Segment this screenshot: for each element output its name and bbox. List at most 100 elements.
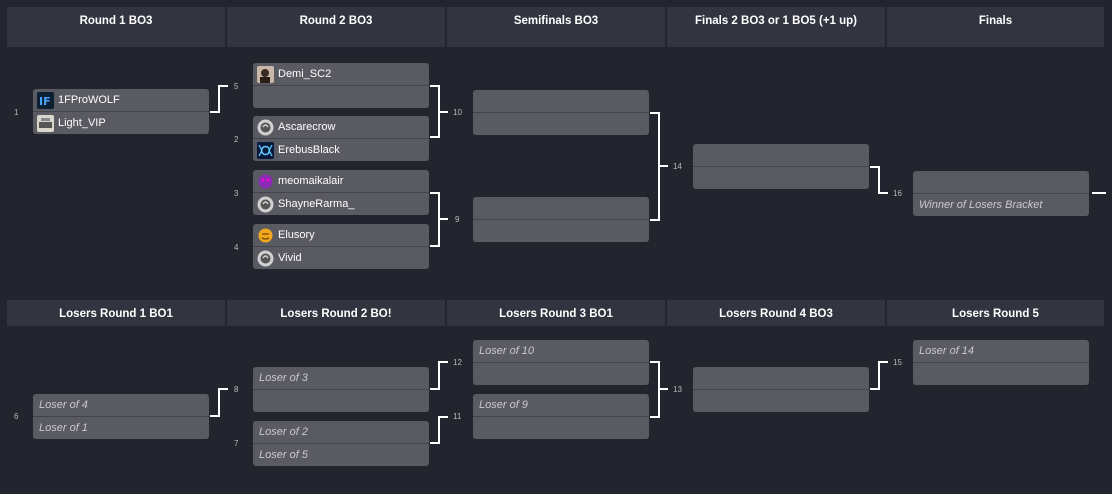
match-7[interactable]: Loser of 2 Loser of 5 — [253, 421, 429, 466]
player-slot[interactable]: ErebusBlack — [253, 139, 429, 161]
header-round-1: Round 1 BO3 — [7, 7, 226, 47]
player-slot[interactable] — [693, 390, 869, 412]
connector-10-14 — [650, 112, 660, 221]
header-losers-round-1: Losers Round 1 BO1 — [7, 300, 226, 326]
match-16[interactable]: Winner of Losers Bracket — [913, 171, 1089, 216]
user-avatar-icon — [257, 172, 274, 190]
match-15[interactable]: Loser of 14 — [913, 340, 1089, 385]
match-6[interactable]: Loser of 4 Loser of 1 — [33, 394, 209, 439]
player-slot[interactable] — [913, 171, 1089, 194]
placeholder-label: Loser of 9 — [479, 399, 528, 411]
match-number: 9 — [455, 215, 460, 224]
player-slot[interactable] — [473, 197, 649, 220]
player-slot[interactable]: Loser of 5 — [253, 444, 429, 466]
match-9[interactable] — [473, 197, 649, 242]
placeholder-label: Loser of 2 — [259, 426, 308, 438]
header-finals-2: Finals 2 BO3 or 1 BO5 (+1 up) — [667, 7, 886, 47]
match-number: 11 — [453, 412, 462, 421]
connector-1-5 — [210, 85, 228, 113]
player-slot[interactable]: Demi_SC2 — [253, 63, 429, 86]
match-number: 7 — [234, 439, 239, 448]
player-name: 1FProWOLF — [58, 94, 120, 106]
match-10[interactable] — [473, 90, 649, 135]
header-finals: Finals — [887, 7, 1105, 47]
player-slot[interactable]: Loser of 10 — [473, 340, 649, 363]
match-14[interactable] — [693, 144, 869, 189]
match-3[interactable]: meomaikalair ShayneRarma_ — [253, 170, 429, 215]
match-number: 3 — [234, 189, 239, 198]
player-name: Light_VIP — [58, 117, 106, 129]
player-slot[interactable] — [693, 367, 869, 390]
header-round-2: Round 2 BO3 — [227, 7, 446, 47]
placeholder-label: Winner of Losers Bracket — [919, 199, 1043, 211]
connector-3-9 — [430, 192, 440, 247]
player-slot[interactable] — [473, 363, 649, 385]
match-1[interactable]: IF 1FProWOLF Light_VIP — [33, 89, 209, 134]
connector-12-13 — [650, 361, 660, 418]
player-slot[interactable] — [253, 86, 429, 108]
placeholder-label: Loser of 5 — [259, 449, 308, 461]
player-slot[interactable] — [473, 417, 649, 439]
player-slot[interactable]: Loser of 3 — [253, 367, 429, 390]
losers-round-headers: Losers Round 1 BO1 Losers Round 2 BO! Lo… — [7, 300, 1105, 326]
match-number: 1 — [14, 108, 19, 117]
header-losers-round-5: Losers Round 5 — [887, 300, 1105, 326]
default-avatar-icon — [257, 196, 274, 213]
player-slot[interactable]: Ascarecrow — [253, 116, 429, 139]
match-12[interactable]: Loser of 10 — [473, 340, 649, 385]
default-avatar-icon — [257, 119, 274, 136]
player-slot[interactable] — [693, 167, 869, 189]
player-slot[interactable]: ShayneRarma_ — [253, 193, 429, 215]
player-slot[interactable]: Loser of 2 — [253, 421, 429, 444]
match-5[interactable]: Demi_SC2 — [253, 63, 429, 108]
match-number: 14 — [673, 162, 682, 171]
player-slot[interactable] — [913, 363, 1089, 385]
player-slot[interactable]: Light_VIP — [33, 112, 209, 134]
match-11[interactable]: Loser of 9 — [473, 394, 649, 439]
player-slot[interactable]: Loser of 4 — [33, 394, 209, 417]
player-slot[interactable] — [253, 390, 429, 412]
placeholder-label: Loser of 14 — [919, 345, 975, 357]
match-number: 2 — [234, 135, 239, 144]
player-slot[interactable]: Winner of Losers Bracket — [913, 194, 1089, 216]
player-slot[interactable] — [473, 113, 649, 135]
player-slot[interactable]: IF 1FProWOLF — [33, 89, 209, 112]
placeholder-label: Loser of 3 — [259, 372, 308, 384]
match-number: 4 — [234, 243, 239, 252]
player-name: Demi_SC2 — [278, 68, 332, 80]
header-losers-round-3: Losers Round 3 BO1 — [447, 300, 666, 326]
match-number: 15 — [893, 358, 902, 367]
player-name: ErebusBlack — [278, 144, 340, 156]
match-2[interactable]: Ascarecrow ErebusBlack — [253, 116, 429, 161]
placeholder-label: Loser of 1 — [39, 422, 88, 434]
player-slot[interactable]: Elusory — [253, 224, 429, 247]
team-logo-icon — [257, 141, 274, 159]
connector-7-11 — [430, 416, 448, 444]
player-slot[interactable] — [473, 220, 649, 242]
user-avatar-icon — [257, 226, 274, 244]
player-name: Ascarecrow — [278, 121, 336, 133]
connector-5-10 — [430, 85, 440, 138]
match-13[interactable] — [693, 367, 869, 412]
match-4[interactable]: Elusory Vivid — [253, 224, 429, 269]
connector-14-16 — [870, 166, 888, 194]
player-slot[interactable] — [473, 90, 649, 113]
player-slot[interactable]: Loser of 1 — [33, 417, 209, 439]
match-number: 16 — [893, 189, 902, 198]
player-slot[interactable]: meomaikalair — [253, 170, 429, 193]
svg-text:IF: IF — [39, 95, 51, 108]
player-slot[interactable]: Loser of 9 — [473, 394, 649, 417]
user-photo-icon — [257, 65, 274, 83]
player-name: Vivid — [278, 252, 302, 264]
placeholder-label: Loser of 10 — [479, 345, 535, 357]
match-8[interactable]: Loser of 3 — [253, 367, 429, 412]
team-logo-icon — [37, 114, 54, 132]
match-number: 6 — [14, 412, 19, 421]
player-slot[interactable]: Loser of 14 — [913, 340, 1089, 363]
player-slot[interactable]: Vivid — [253, 247, 429, 269]
player-slot[interactable] — [693, 144, 869, 167]
match-number: 8 — [234, 385, 239, 394]
connector-6-8 — [210, 388, 228, 417]
player-name: meomaikalair — [278, 175, 344, 187]
